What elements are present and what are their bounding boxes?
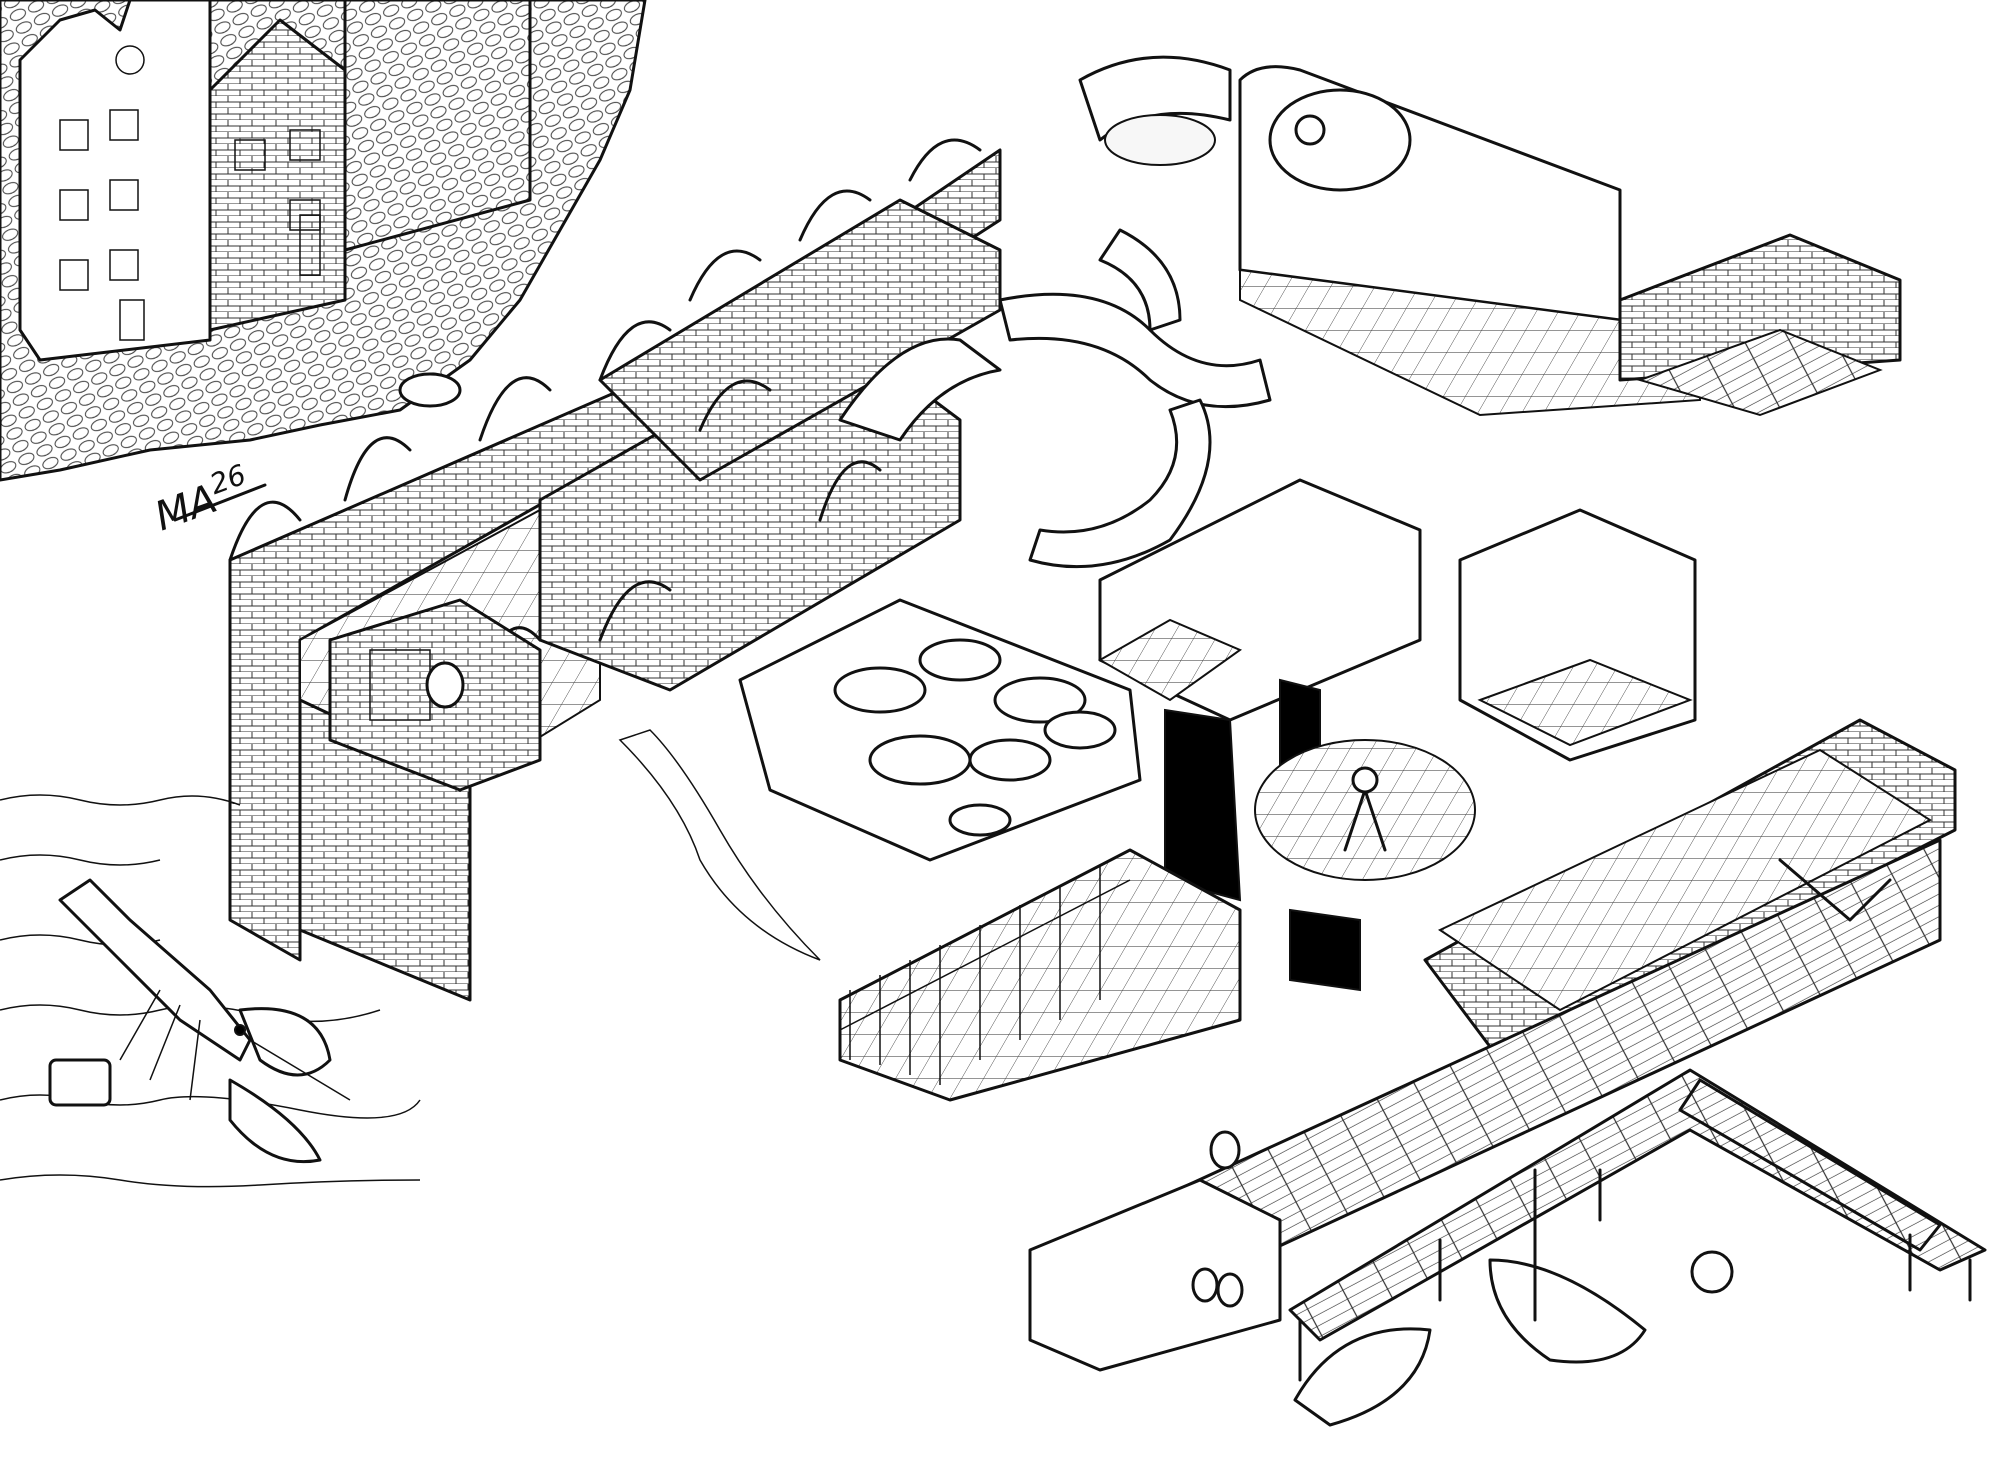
pier <box>1288 1068 1987 1382</box>
town-street <box>0 0 647 482</box>
town-houses <box>18 0 532 362</box>
tavern-building <box>1088 718 1957 1322</box>
central-rooms <box>1097 478 1697 992</box>
giant-fish-mural <box>1268 88 1412 192</box>
mushroom-cave <box>738 598 1142 862</box>
manhole-cover <box>398 372 462 408</box>
whirlpool <box>1104 114 1216 166</box>
boats <box>1293 1168 1647 1427</box>
rowboat <box>1293 1327 1432 1427</box>
dark-pit <box>1164 708 1242 902</box>
fish-room <box>1238 65 1701 417</box>
jail-cells <box>838 848 1242 1102</box>
buoy <box>1690 1250 1734 1294</box>
lobster <box>58 878 351 1164</box>
sailboat <box>1488 1258 1647 1364</box>
artist-signature: MA 26 <box>149 458 267 540</box>
toilet <box>425 661 465 709</box>
treasure-chest <box>48 1058 112 1107</box>
sewer-complex <box>228 55 1232 1002</box>
storage-area <box>1028 1130 1282 1372</box>
library-room <box>1618 233 1902 417</box>
circular-shrine-room <box>1254 739 1476 881</box>
pipes <box>838 228 1272 569</box>
